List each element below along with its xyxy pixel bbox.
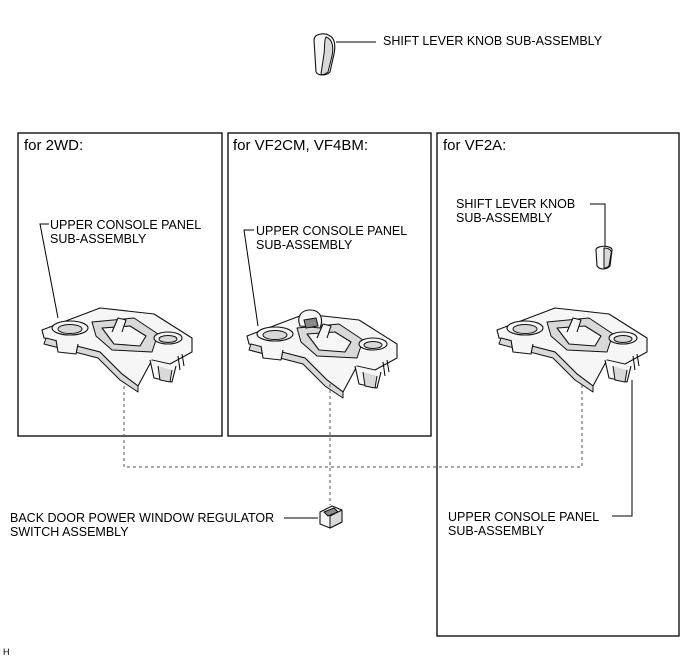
upper-console-label-vf2cm-line1: UPPER CONSOLE PANEL <box>256 224 407 238</box>
back-door-switch-illustration <box>319 505 343 529</box>
leader-line <box>590 203 606 246</box>
upper-console-label-2wd-line2: SUB-ASSEMBLY <box>50 232 147 246</box>
shift-lever-knob-label-vf2a-line2: SUB-ASSEMBLY <box>456 211 553 225</box>
leader-line <box>243 229 259 327</box>
shift-lever-knob-illustration <box>313 33 336 76</box>
panel-2wd <box>17 132 223 437</box>
upper-console-panel-illustration-2wd <box>41 307 193 393</box>
upper-console-label-vf2a-line2: SUB-ASSEMBLY <box>448 524 545 538</box>
upper-console-panel-illustration-vf2a <box>496 307 648 393</box>
back-door-switch-label-line1: BACK DOOR POWER WINDOW REGULATOR <box>10 511 274 525</box>
shift-lever-knob-label: SHIFT LEVER KNOB SUB-ASSEMBLY <box>383 34 603 48</box>
corner-mark: H <box>3 647 10 657</box>
panel-heading-vf2cm-vf4bm: for VF2CM, VF4BM: <box>233 137 368 154</box>
upper-console-label-vf2cm-line2: SUB-ASSEMBLY <box>256 238 353 252</box>
upper-console-label-vf2a-line1: UPPER CONSOLE PANEL <box>448 510 599 524</box>
panel-heading-vf2a: for VF2A: <box>443 137 506 154</box>
panel-heading-2wd: for 2WD: <box>24 137 83 154</box>
upper-console-label-2wd-line1: UPPER CONSOLE PANEL <box>50 218 201 232</box>
shift-lever-knob-label-vf2a-line1: SHIFT LEVER KNOB <box>456 197 575 211</box>
back-door-switch-label-line2: SWITCH ASSEMBLY <box>10 525 129 539</box>
dashed-connector <box>123 384 583 468</box>
leader-line <box>612 380 633 517</box>
upper-console-panel-illustration-vf2cm <box>246 309 398 399</box>
shift-lever-knob-illustration-vf2a <box>595 245 613 270</box>
panel-vf2a <box>436 132 680 637</box>
panel-vf2cm-vf4bm <box>227 132 432 437</box>
leader-line <box>39 223 59 319</box>
